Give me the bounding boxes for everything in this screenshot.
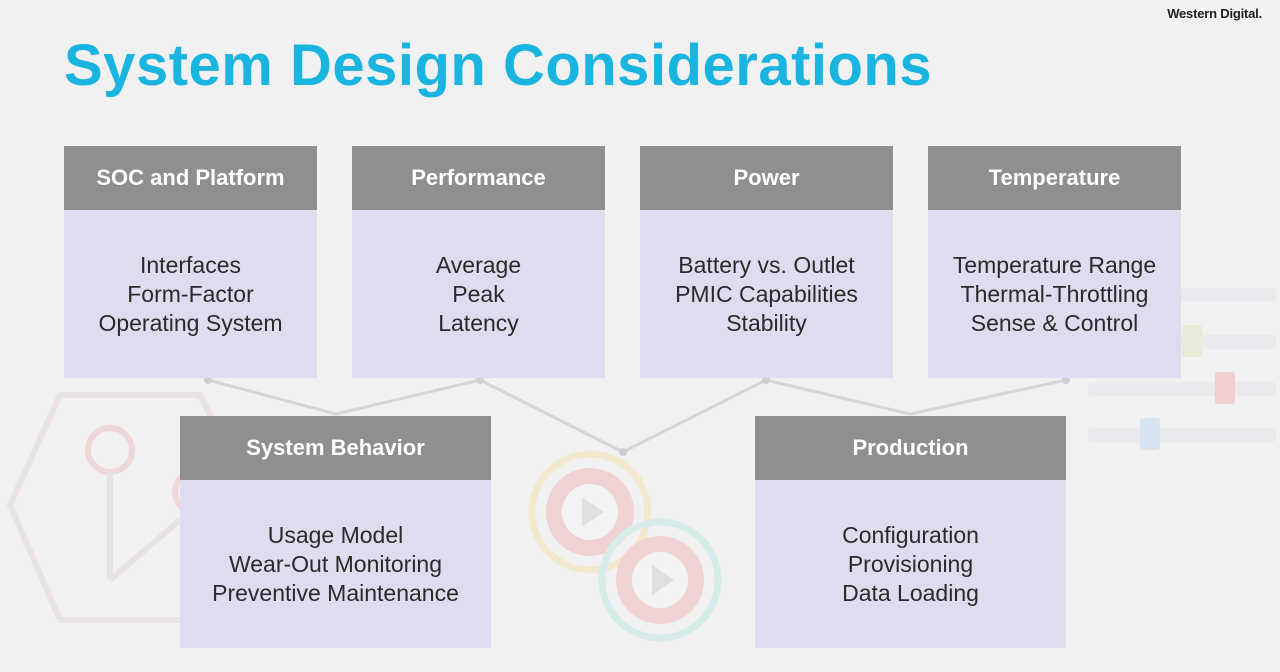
card-performance: Performance Average Peak Latency [352,146,605,378]
card-item: Stability [726,309,807,336]
card-item: Temperature Range [952,251,1157,278]
card-header: Temperature [928,146,1181,210]
card-item: Wear-Out Monitoring [228,550,443,577]
card-item: Thermal-Throttling [960,280,1149,307]
card-header: SOC and Platform [64,146,317,210]
card-body: Battery vs. Outlet PMIC Capabilities Sta… [640,210,893,378]
card-body: Average Peak Latency [352,210,605,378]
card-power: Power Battery vs. Outlet PMIC Capabiliti… [640,146,893,378]
card-item: Latency [438,309,519,336]
card-item: Battery vs. Outlet [678,251,855,278]
brand-logo: Western Digital. [1167,6,1262,21]
card-item: Interfaces [140,251,241,278]
card-item: Operating System [98,309,283,336]
card-header: Production [755,416,1066,480]
card-body: Interfaces Form-Factor Operating System [64,210,317,378]
gears-play-icon [528,450,722,642]
card-item: Data Loading [842,579,979,606]
card-header: Power [640,146,893,210]
card-item: Usage Model [267,521,404,548]
card-production: Production Configuration Provisioning Da… [755,416,1066,648]
card-item: Form-Factor [127,280,254,307]
card-item: Configuration [842,521,979,548]
card-item: Preventive Maintenance [212,579,459,606]
card-system-behavior: System Behavior Usage Model Wear-Out Mon… [180,416,491,648]
connector-lines [207,378,1067,454]
card-header: System Behavior [180,416,491,480]
card-item: PMIC Capabilities [675,280,858,307]
card-item: Sense & Control [970,309,1139,336]
card-soc-platform: SOC and Platform Interfaces Form-Factor … [64,146,317,378]
card-item: Provisioning [847,550,974,577]
card-item: Average [435,251,522,278]
card-body: Configuration Provisioning Data Loading [755,480,1066,648]
card-item: Peak [452,280,505,307]
page-title: System Design Considerations [64,33,933,98]
card-header: Performance [352,146,605,210]
card-body: Temperature Range Thermal-Throttling Sen… [928,210,1181,378]
connector-dots [204,376,1070,456]
card-temperature: Temperature Temperature Range Thermal-Th… [928,146,1181,378]
card-body: Usage Model Wear-Out Monitoring Preventi… [180,480,491,648]
